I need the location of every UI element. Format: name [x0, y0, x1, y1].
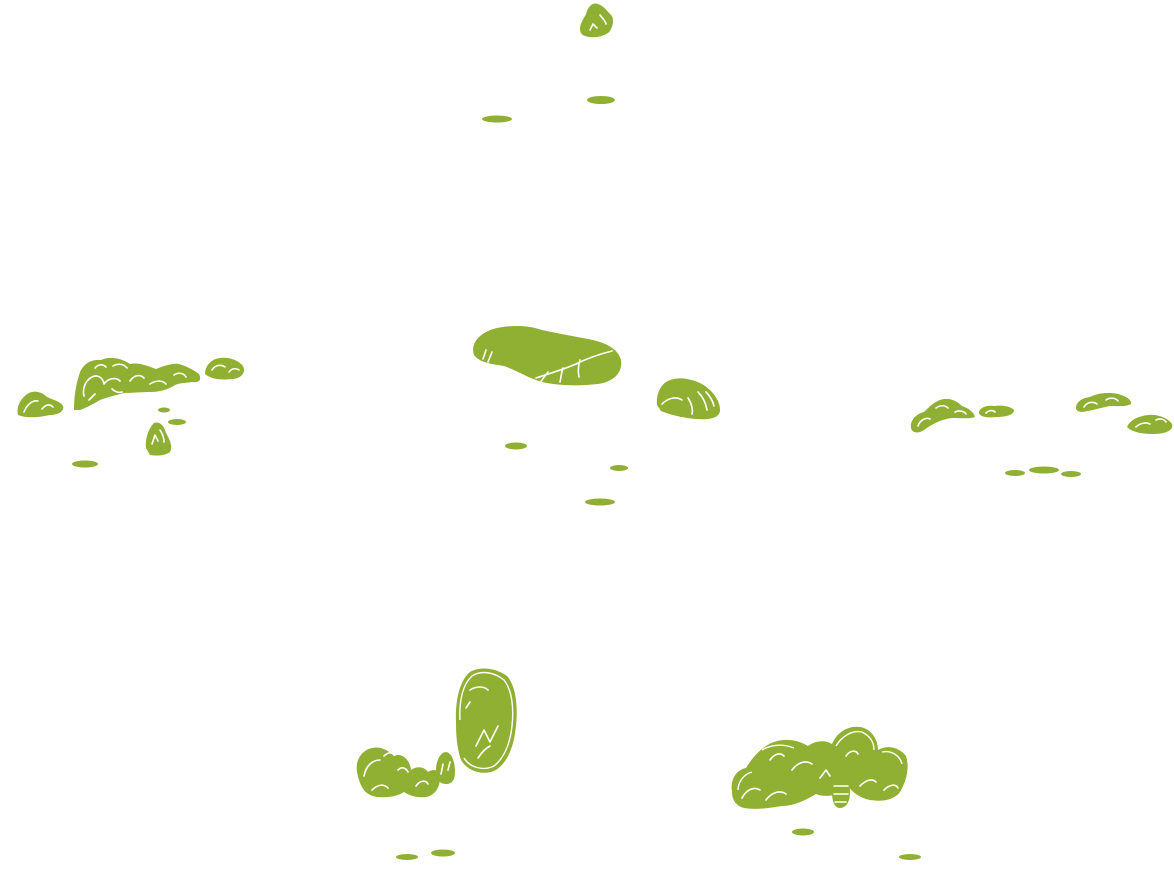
bottom-left-cluster	[356, 668, 517, 860]
grass-tuft-icon	[899, 854, 921, 860]
grass-tuft-icon	[610, 465, 628, 471]
grass-tuft-icon	[72, 460, 98, 468]
grass-tuft-icon	[1005, 470, 1025, 476]
bush-icon	[145, 422, 172, 456]
small-bush-icon	[436, 752, 455, 784]
bush-icon	[74, 357, 201, 410]
bush-icon	[205, 357, 244, 380]
bottom-right-cluster	[731, 726, 921, 860]
grass-tuft-icon	[158, 407, 170, 413]
grass-tuft-icon	[396, 854, 418, 860]
grass-tuft-icon	[1029, 466, 1059, 474]
grass-tuft-icon	[482, 115, 512, 123]
grass-tuft-icon	[587, 96, 615, 104]
large-bush-icon	[731, 726, 908, 809]
center-cluster	[473, 325, 720, 506]
grass-tuft-icon	[431, 849, 455, 857]
bush-icon	[979, 405, 1014, 418]
top-cluster	[482, 3, 615, 123]
bush-icon	[17, 391, 64, 418]
grass-tuft-icon	[505, 442, 527, 450]
bush-icon	[356, 747, 440, 798]
grass-tuft-icon	[585, 498, 615, 506]
left-cluster	[17, 357, 244, 468]
bush-icon	[910, 398, 975, 433]
small-bush-icon	[580, 3, 614, 38]
grass-tuft-icon	[168, 419, 186, 425]
grass-tuft-icon	[1061, 471, 1081, 477]
tall-tree-icon	[455, 668, 517, 773]
right-cluster	[910, 393, 1173, 477]
tree-trunk-icon	[831, 772, 850, 808]
grass-tuft-icon	[792, 828, 814, 836]
bush-icon	[1076, 393, 1132, 412]
large-bush-icon	[473, 325, 622, 386]
